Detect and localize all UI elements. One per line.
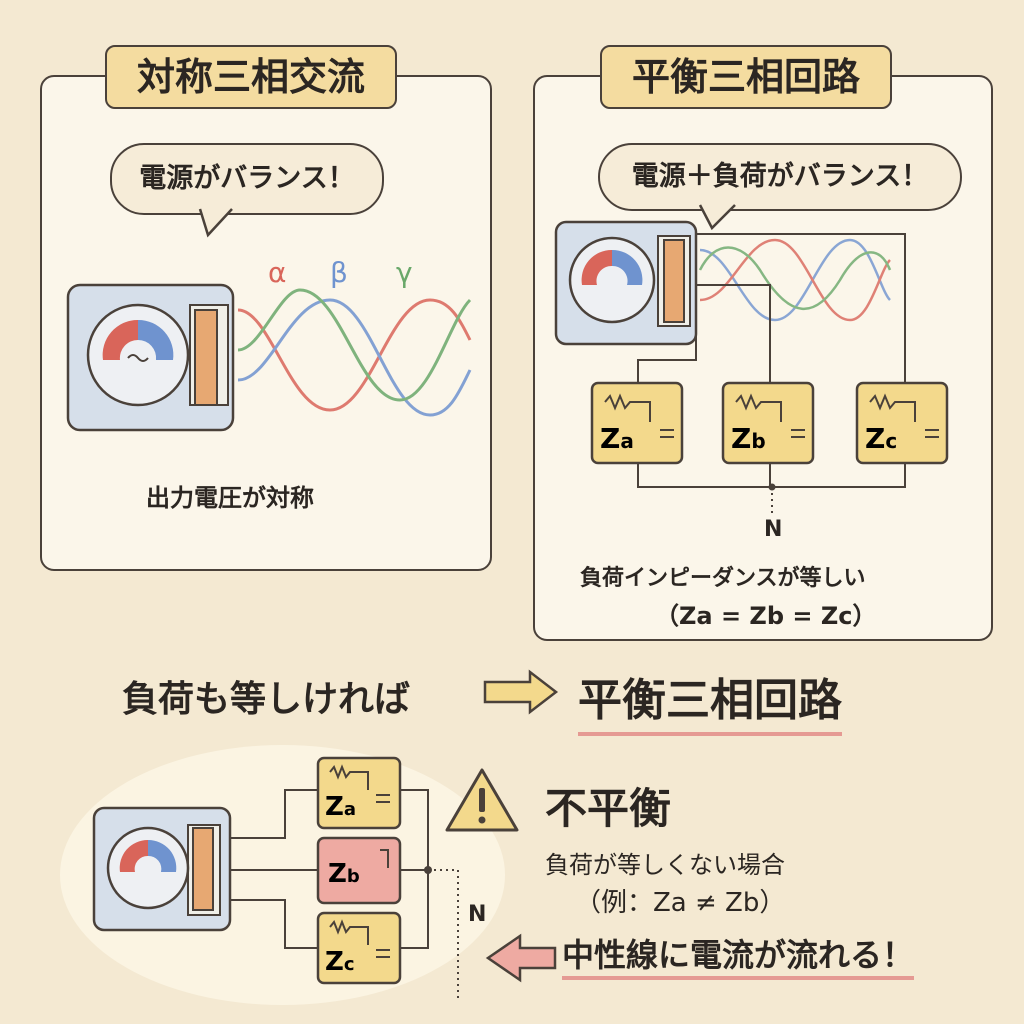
left-bubble-tail [198, 208, 233, 238]
left-generator-icon [66, 283, 235, 432]
unbalanced-description: 負荷が等しくない場合 [545, 851, 785, 879]
right-generator-icon [554, 220, 698, 346]
right-formula: （Za = Zb = Zc） [655, 602, 877, 630]
bottom-load-zb-unbalanced: Zb [316, 836, 402, 905]
left-speech-bubble: 電源がバランス！ [110, 143, 384, 215]
phase-label-alpha: α [268, 256, 287, 289]
right-waves [698, 238, 892, 322]
result-text: 平衡三相回路 [578, 664, 842, 736]
right-arrow-icon [483, 669, 559, 715]
left-waves [237, 288, 472, 417]
bottom-load-za: Za [316, 756, 402, 830]
unbalanced-title: 不平衡 [545, 784, 672, 833]
right-load-zb: Zb [721, 381, 815, 465]
bottom-load-za-label: Za [325, 792, 356, 822]
unbalanced-example: （例：Za ≠ Zb） [575, 888, 786, 918]
condition-text: 負荷も等しければ [122, 679, 411, 720]
right-panel-title: 平衡三相回路 [600, 45, 892, 109]
left-caption: 出力電圧が対称 [146, 484, 314, 512]
right-speech-bubble: 電源＋負荷がバランス！ [598, 143, 962, 211]
phase-label-gamma: γ [396, 256, 413, 289]
right-bubble-tail [698, 204, 736, 231]
bottom-generator-icon [92, 806, 232, 932]
right-neutral-label: N [764, 517, 783, 542]
bottom-neutral-label: N [468, 902, 487, 927]
right-load-zc: Zc [855, 381, 949, 465]
right-caption: 負荷インピーダンスが等しい [580, 566, 866, 591]
bottom-load-zc: Zc [316, 911, 402, 985]
left-panel-title: 対称三相交流 [105, 45, 397, 109]
warning-icon [445, 768, 519, 832]
right-load-za: Za [590, 381, 684, 465]
phase-label-beta: β [330, 256, 348, 289]
warning-text: 中性線に電流が流れる！ [562, 930, 915, 980]
left-arrow-icon [485, 933, 557, 983]
